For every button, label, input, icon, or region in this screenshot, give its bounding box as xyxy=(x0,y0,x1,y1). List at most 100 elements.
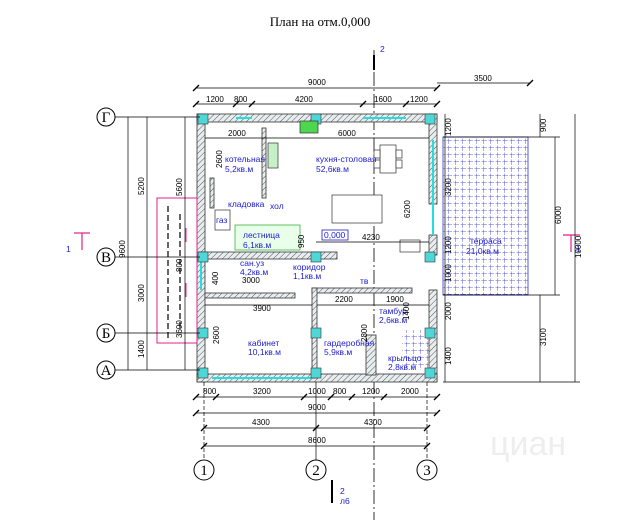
section-mark-right: 1 xyxy=(563,234,581,254)
svg-text:6200: 6200 xyxy=(403,200,412,218)
dimensions-bottom: 800 3200 1000 800 1200 2000 9000 4300 43… xyxy=(192,387,441,450)
svg-text:800: 800 xyxy=(203,387,217,396)
svg-text:2000: 2000 xyxy=(444,302,453,320)
svg-text:1200: 1200 xyxy=(444,118,453,136)
svg-text:1000: 1000 xyxy=(444,264,453,282)
room-vestibule-name: тамбур xyxy=(379,306,407,316)
room-wardrobe-name: гардеробная xyxy=(324,338,375,348)
svg-text:800: 800 xyxy=(175,258,184,272)
svg-text:1400: 1400 xyxy=(402,302,411,320)
axis-label-b: Б xyxy=(102,326,111,342)
axis-label-v: В xyxy=(101,250,111,266)
svg-text:1200: 1200 xyxy=(362,387,380,396)
svg-text:2: 2 xyxy=(340,486,345,496)
svg-text:950: 950 xyxy=(297,234,306,248)
svg-text:900: 900 xyxy=(539,118,548,132)
svg-text:3000: 3000 xyxy=(242,276,260,285)
room-boiler-area: 5,2кв.м xyxy=(225,164,253,174)
columns xyxy=(197,113,436,379)
svg-text:6000: 6000 xyxy=(554,206,563,224)
svg-text:5600: 5600 xyxy=(175,178,184,196)
svg-text:4300: 4300 xyxy=(364,418,382,427)
svg-text:3100: 3100 xyxy=(539,328,548,346)
room-porch-name: крыльцо xyxy=(388,353,422,363)
windows xyxy=(200,117,434,379)
svg-text:2800: 2800 xyxy=(360,324,369,342)
svg-text:1400: 1400 xyxy=(444,347,453,365)
dimensions-right: 900 6000 3100 10000 1200 3200 1200 1000 … xyxy=(443,114,583,383)
svg-text:10000: 10000 xyxy=(574,235,583,258)
svg-text:2600: 2600 xyxy=(212,326,221,344)
room-vestibule-area: 2,6кв.м xyxy=(379,315,407,325)
svg-text:3500: 3500 xyxy=(474,74,492,83)
terrace-tiles xyxy=(442,136,529,296)
svg-text:3200: 3200 xyxy=(253,387,271,396)
svg-text:л6: л6 xyxy=(340,496,350,506)
svg-text:9000: 9000 xyxy=(308,78,326,87)
svg-text:1400: 1400 xyxy=(137,340,146,358)
svg-text:800: 800 xyxy=(333,387,347,396)
level-mark: 0,000 xyxy=(324,230,346,240)
dimensions-left: 9600 5200 3000 1400 5600 800 3600 xyxy=(118,117,186,370)
grid-axes-rows: Г В Б А xyxy=(96,107,200,380)
svg-text:1000: 1000 xyxy=(308,387,326,396)
svg-text:1200: 1200 xyxy=(444,236,453,254)
plan-title: План на отм.0,000 xyxy=(270,14,371,29)
svg-text:2600: 2600 xyxy=(215,150,224,168)
svg-text:400: 400 xyxy=(211,271,220,285)
svg-text:1200: 1200 xyxy=(206,95,224,104)
svg-text:1200: 1200 xyxy=(410,95,428,104)
svg-text:9600: 9600 xyxy=(118,240,127,258)
section-mark-bottom: 2 л6 xyxy=(331,480,350,506)
axis-label-g: Г xyxy=(102,110,111,126)
watermark-logo: циан xyxy=(490,425,566,463)
room-terrace-area: 21,0кв.м xyxy=(466,246,499,256)
room-hall-name: хол xyxy=(270,201,284,211)
room-wardrobe-area: 5,9кв.м xyxy=(324,347,352,357)
room-stairs-name: лестница xyxy=(243,230,280,240)
room-office-name: кабинет xyxy=(248,338,279,348)
svg-text:3000: 3000 xyxy=(137,284,146,302)
svg-text:2200: 2200 xyxy=(335,295,353,304)
room-boiler-name: котельная xyxy=(225,154,265,164)
section-mark-left: 1 xyxy=(66,232,90,254)
section-mark-top: 2 xyxy=(373,44,385,520)
axis-label-2: 2 xyxy=(312,463,320,479)
room-storage-name: кладовка xyxy=(228,199,265,209)
svg-text:2000: 2000 xyxy=(228,129,246,138)
svg-text:9000: 9000 xyxy=(308,403,326,412)
room-kitchen-name: кухня-столовая xyxy=(316,154,377,164)
dimensions-top: 9000 3500 1200 800 4200 1600 1200 xyxy=(192,74,534,108)
tv-label: тв xyxy=(360,276,369,286)
room-labels: котельная 5,2кв.м кухня-столовая 52,6кв.… xyxy=(216,154,422,372)
svg-text:2: 2 xyxy=(380,44,385,54)
svg-text:4300: 4300 xyxy=(252,418,270,427)
svg-text:6000: 6000 xyxy=(338,129,356,138)
svg-text:1900: 1900 xyxy=(386,295,404,304)
room-kitchen-area: 52,6кв.м xyxy=(316,164,349,174)
furniture xyxy=(214,120,421,253)
section-outline xyxy=(156,197,198,344)
axis-label-1: 1 xyxy=(200,463,208,479)
axis-label-3: 3 xyxy=(423,463,431,479)
svg-text:3200: 3200 xyxy=(444,178,453,196)
inner-dimensions: 2000 6000 2600 6200 950 4230 400 3000 39… xyxy=(205,129,429,344)
room-gas-name: газ xyxy=(216,215,228,225)
svg-text:1600: 1600 xyxy=(374,95,392,104)
room-porch-area: 2,8кв.м xyxy=(388,362,416,372)
svg-text:800: 800 xyxy=(234,95,248,104)
room-corridor-area: 1,1кв.м xyxy=(293,271,321,281)
room-stairs-area: 6,1кв.м xyxy=(243,240,271,250)
svg-text:1: 1 xyxy=(576,244,581,254)
room-office-area: 10,1кв.м xyxy=(248,347,281,357)
room-terrace-name: терраса xyxy=(470,236,502,246)
room-corridor-name: коридор xyxy=(293,262,326,272)
grid-axes-cols: 1 2 3 xyxy=(193,382,438,481)
svg-text:4200: 4200 xyxy=(295,95,313,104)
svg-text:4230: 4230 xyxy=(362,233,380,242)
svg-text:1: 1 xyxy=(66,244,71,254)
svg-text:5200: 5200 xyxy=(137,177,146,195)
svg-text:3600: 3600 xyxy=(175,320,184,338)
svg-text:3900: 3900 xyxy=(253,304,271,313)
